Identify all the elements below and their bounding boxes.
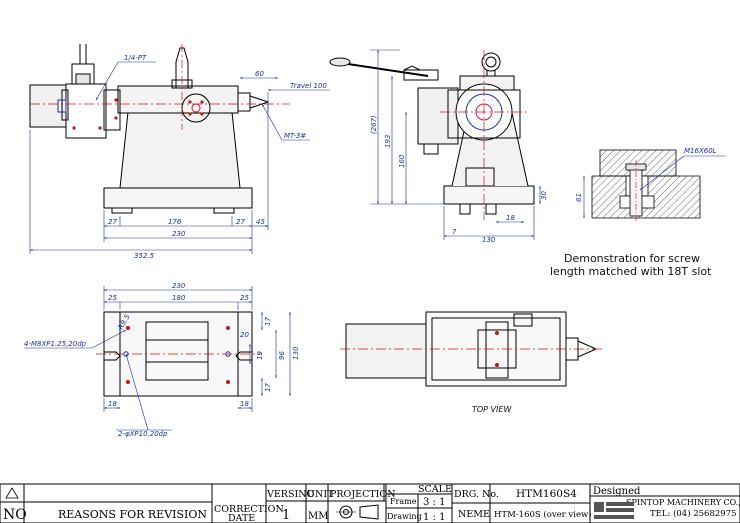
dim-19: 19 xyxy=(256,351,264,360)
dim-25b: 25 xyxy=(240,294,249,302)
m16-label: M16X60L xyxy=(684,147,717,155)
unit-label: UNIT xyxy=(307,489,334,500)
unit-value: MM xyxy=(308,511,328,522)
frame-value: 3 : 1 xyxy=(423,497,445,508)
correction-date-label: DATE xyxy=(228,513,255,523)
dim-230: 230 xyxy=(172,230,186,238)
company-logo xyxy=(594,502,634,519)
dim-61: 61 xyxy=(575,193,583,202)
side-dimension-labels: (267) 193 160 30 18 7 130 xyxy=(370,115,548,244)
dim-96: 96 xyxy=(278,351,286,360)
title-block-text: NO REASONS FOR REVISION CORRECTION DATE … xyxy=(3,484,740,523)
slot-detail xyxy=(583,149,726,222)
dim-230-bottom: 230 xyxy=(172,282,186,290)
dim-17a: 17 xyxy=(264,317,272,326)
demo-note-line2: length matched with 18T slot xyxy=(550,265,712,278)
dim-180: 180 xyxy=(172,294,186,302)
reasons-label: REASONS FOR REVISION xyxy=(58,508,207,521)
dim-27a: 27 xyxy=(108,218,117,226)
dim-176: 176 xyxy=(168,218,182,226)
drg-label: DRG. No. xyxy=(454,489,499,500)
dim-160: 160 xyxy=(398,154,406,168)
dim-20: 20 xyxy=(240,331,249,339)
dim-18b: 18 xyxy=(240,400,249,408)
correction-label: CORRECTION xyxy=(214,504,284,515)
dim-7: 7 xyxy=(452,228,457,236)
dim-45: 45 xyxy=(256,218,265,226)
holes2-label: 2-φXP10,20dp xyxy=(118,430,168,438)
dim-18a: 18 xyxy=(108,400,117,408)
mt-label: MT-3# xyxy=(284,132,306,140)
drawing-label: Drawing xyxy=(387,512,422,521)
side-view xyxy=(329,52,535,215)
dim-193: 193 xyxy=(384,135,392,148)
side-dimensions xyxy=(370,49,541,240)
dim-60: 60 xyxy=(255,70,264,78)
designed-label: Designed xyxy=(593,486,641,497)
company-tel: TEL: (04) 25682975 xyxy=(650,508,737,519)
dim-25a: 25 xyxy=(108,294,117,302)
travel-label: Travel 100 xyxy=(290,82,327,90)
version-value: 1 xyxy=(282,508,290,523)
company-name: SPINTOP MACHINERY CO., LTD. xyxy=(626,498,740,507)
dim-30: 30 xyxy=(540,191,548,200)
demo-note-line1: Demonstration for screw xyxy=(564,252,700,265)
front-dimension-labels: Travel 100 60 1/4-PT MT-3# 27 176 27 45 … xyxy=(108,54,327,260)
dim-267: (267) xyxy=(370,115,378,134)
front-dimensions xyxy=(29,61,330,254)
version-label: VERSINO xyxy=(266,489,315,500)
dim-130-bottom: 130 xyxy=(292,346,300,360)
name-value: HTM-160S (over view) xyxy=(494,509,592,520)
projection-label: PROJECTION xyxy=(330,489,396,500)
drawing-value: 1 : 1 xyxy=(423,512,445,523)
revision-no-label: NO xyxy=(3,507,27,523)
bottom-dimension-labels: 230 25 180 25 R9.5 20 17 19 96 130 17 18… xyxy=(24,282,300,438)
frame-label: Frame xyxy=(390,497,417,506)
top-view-label: TOP VIEW xyxy=(472,405,512,414)
front-view xyxy=(29,44,270,214)
dim-130-side: 130 xyxy=(482,236,496,244)
dim-3525: 352.5 xyxy=(134,252,155,260)
scale-label: SCALE xyxy=(418,484,452,495)
name-label: NEME xyxy=(458,509,490,520)
holes4-label: 4-M8XP1.25,20dp xyxy=(24,340,87,348)
bottom-dimensions xyxy=(24,286,291,431)
dim-17b: 17 xyxy=(264,383,272,392)
pt-label: 1/4-PT xyxy=(124,54,147,62)
drg-value: HTM160S4 xyxy=(516,488,577,500)
dim-27b: 27 xyxy=(236,218,245,226)
dim-18-side: 18 xyxy=(506,214,515,222)
